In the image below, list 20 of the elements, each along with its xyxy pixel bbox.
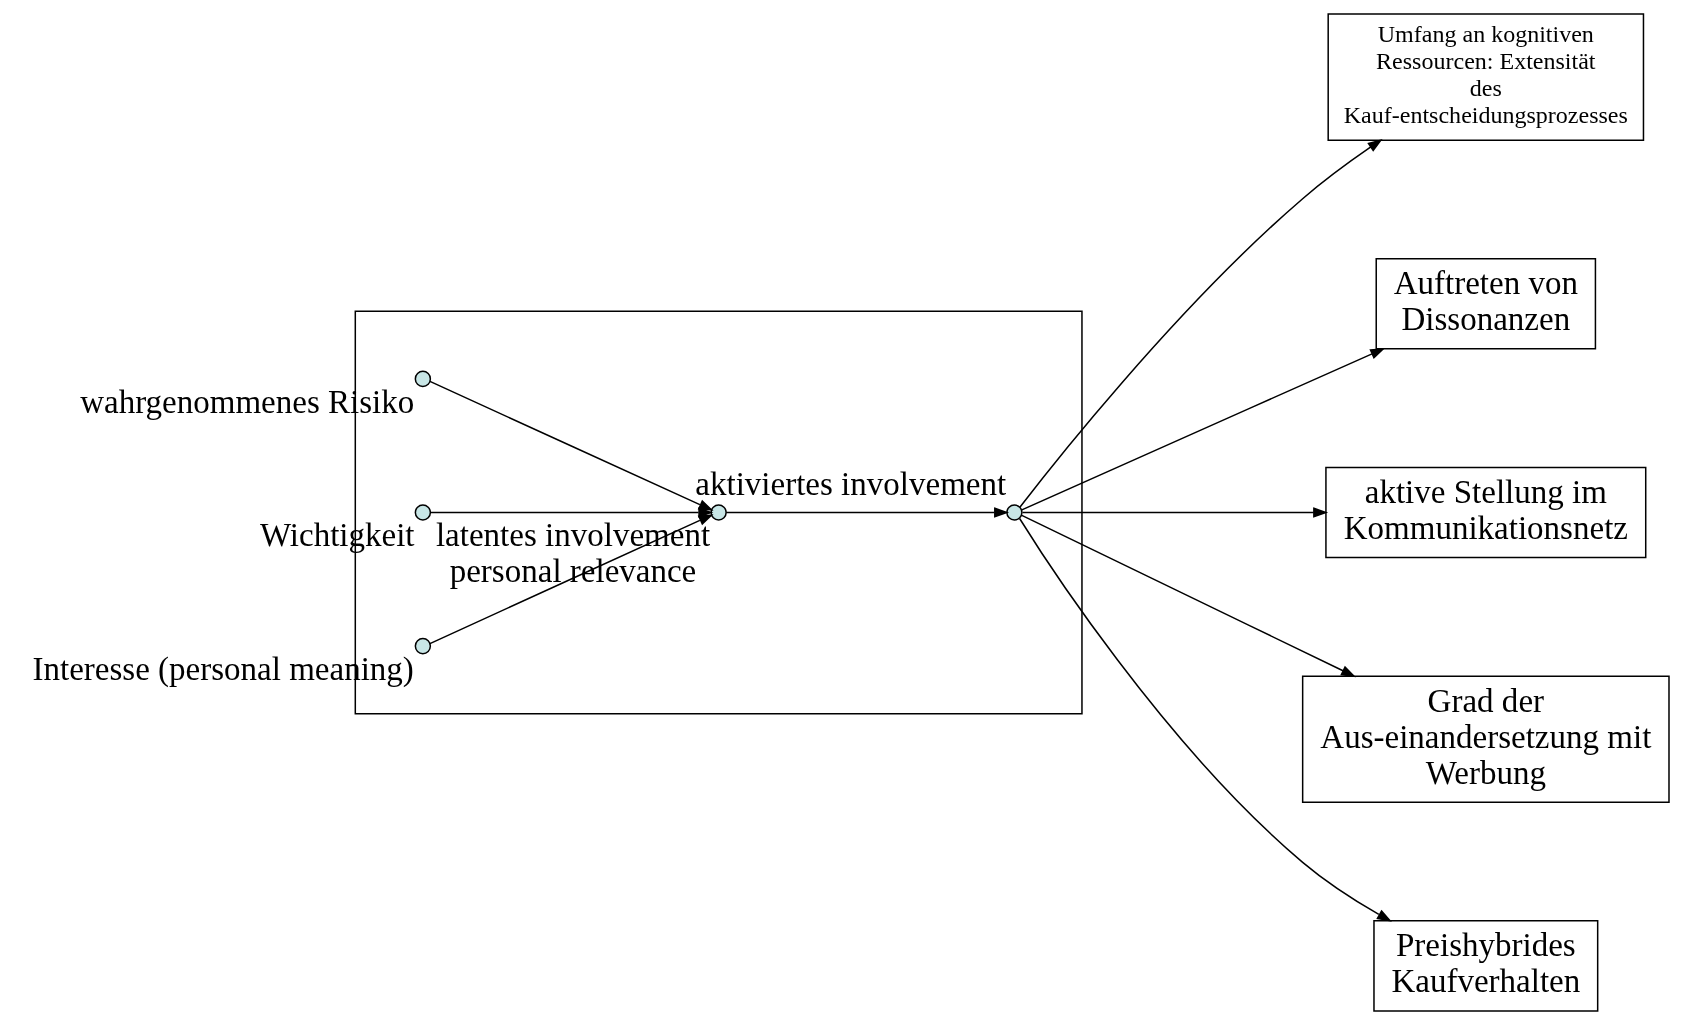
arrow (1021, 347, 1386, 511)
node-box: Grad der Aus-einandersetzung mit Werbung (1301, 675, 1670, 803)
node-circle (414, 504, 432, 521)
node-label: aktiviertes involvement (695, 466, 1007, 503)
node-circle (414, 637, 432, 655)
node-circle (710, 504, 727, 521)
node-box: aktive Stellung im Kommunikationsnetz (1325, 466, 1647, 559)
node-box: Preishybrides Kaufverhalten (1373, 920, 1599, 1012)
arrow (429, 514, 714, 645)
arrow (1021, 507, 1329, 518)
node-circle (1006, 504, 1023, 521)
arrow (429, 507, 714, 518)
node-box: Auftreten von Dissonanzen (1375, 258, 1597, 350)
node-box: Umfang an kognitiven Ressourcen: Extensität des Kauf-entscheidungsprozesses (1327, 13, 1645, 141)
arrow (725, 507, 1010, 518)
node-circle (414, 370, 432, 388)
arrow (1018, 517, 1392, 922)
arrow (1019, 138, 1383, 509)
arrow (429, 380, 714, 511)
arrow (1021, 514, 1357, 678)
